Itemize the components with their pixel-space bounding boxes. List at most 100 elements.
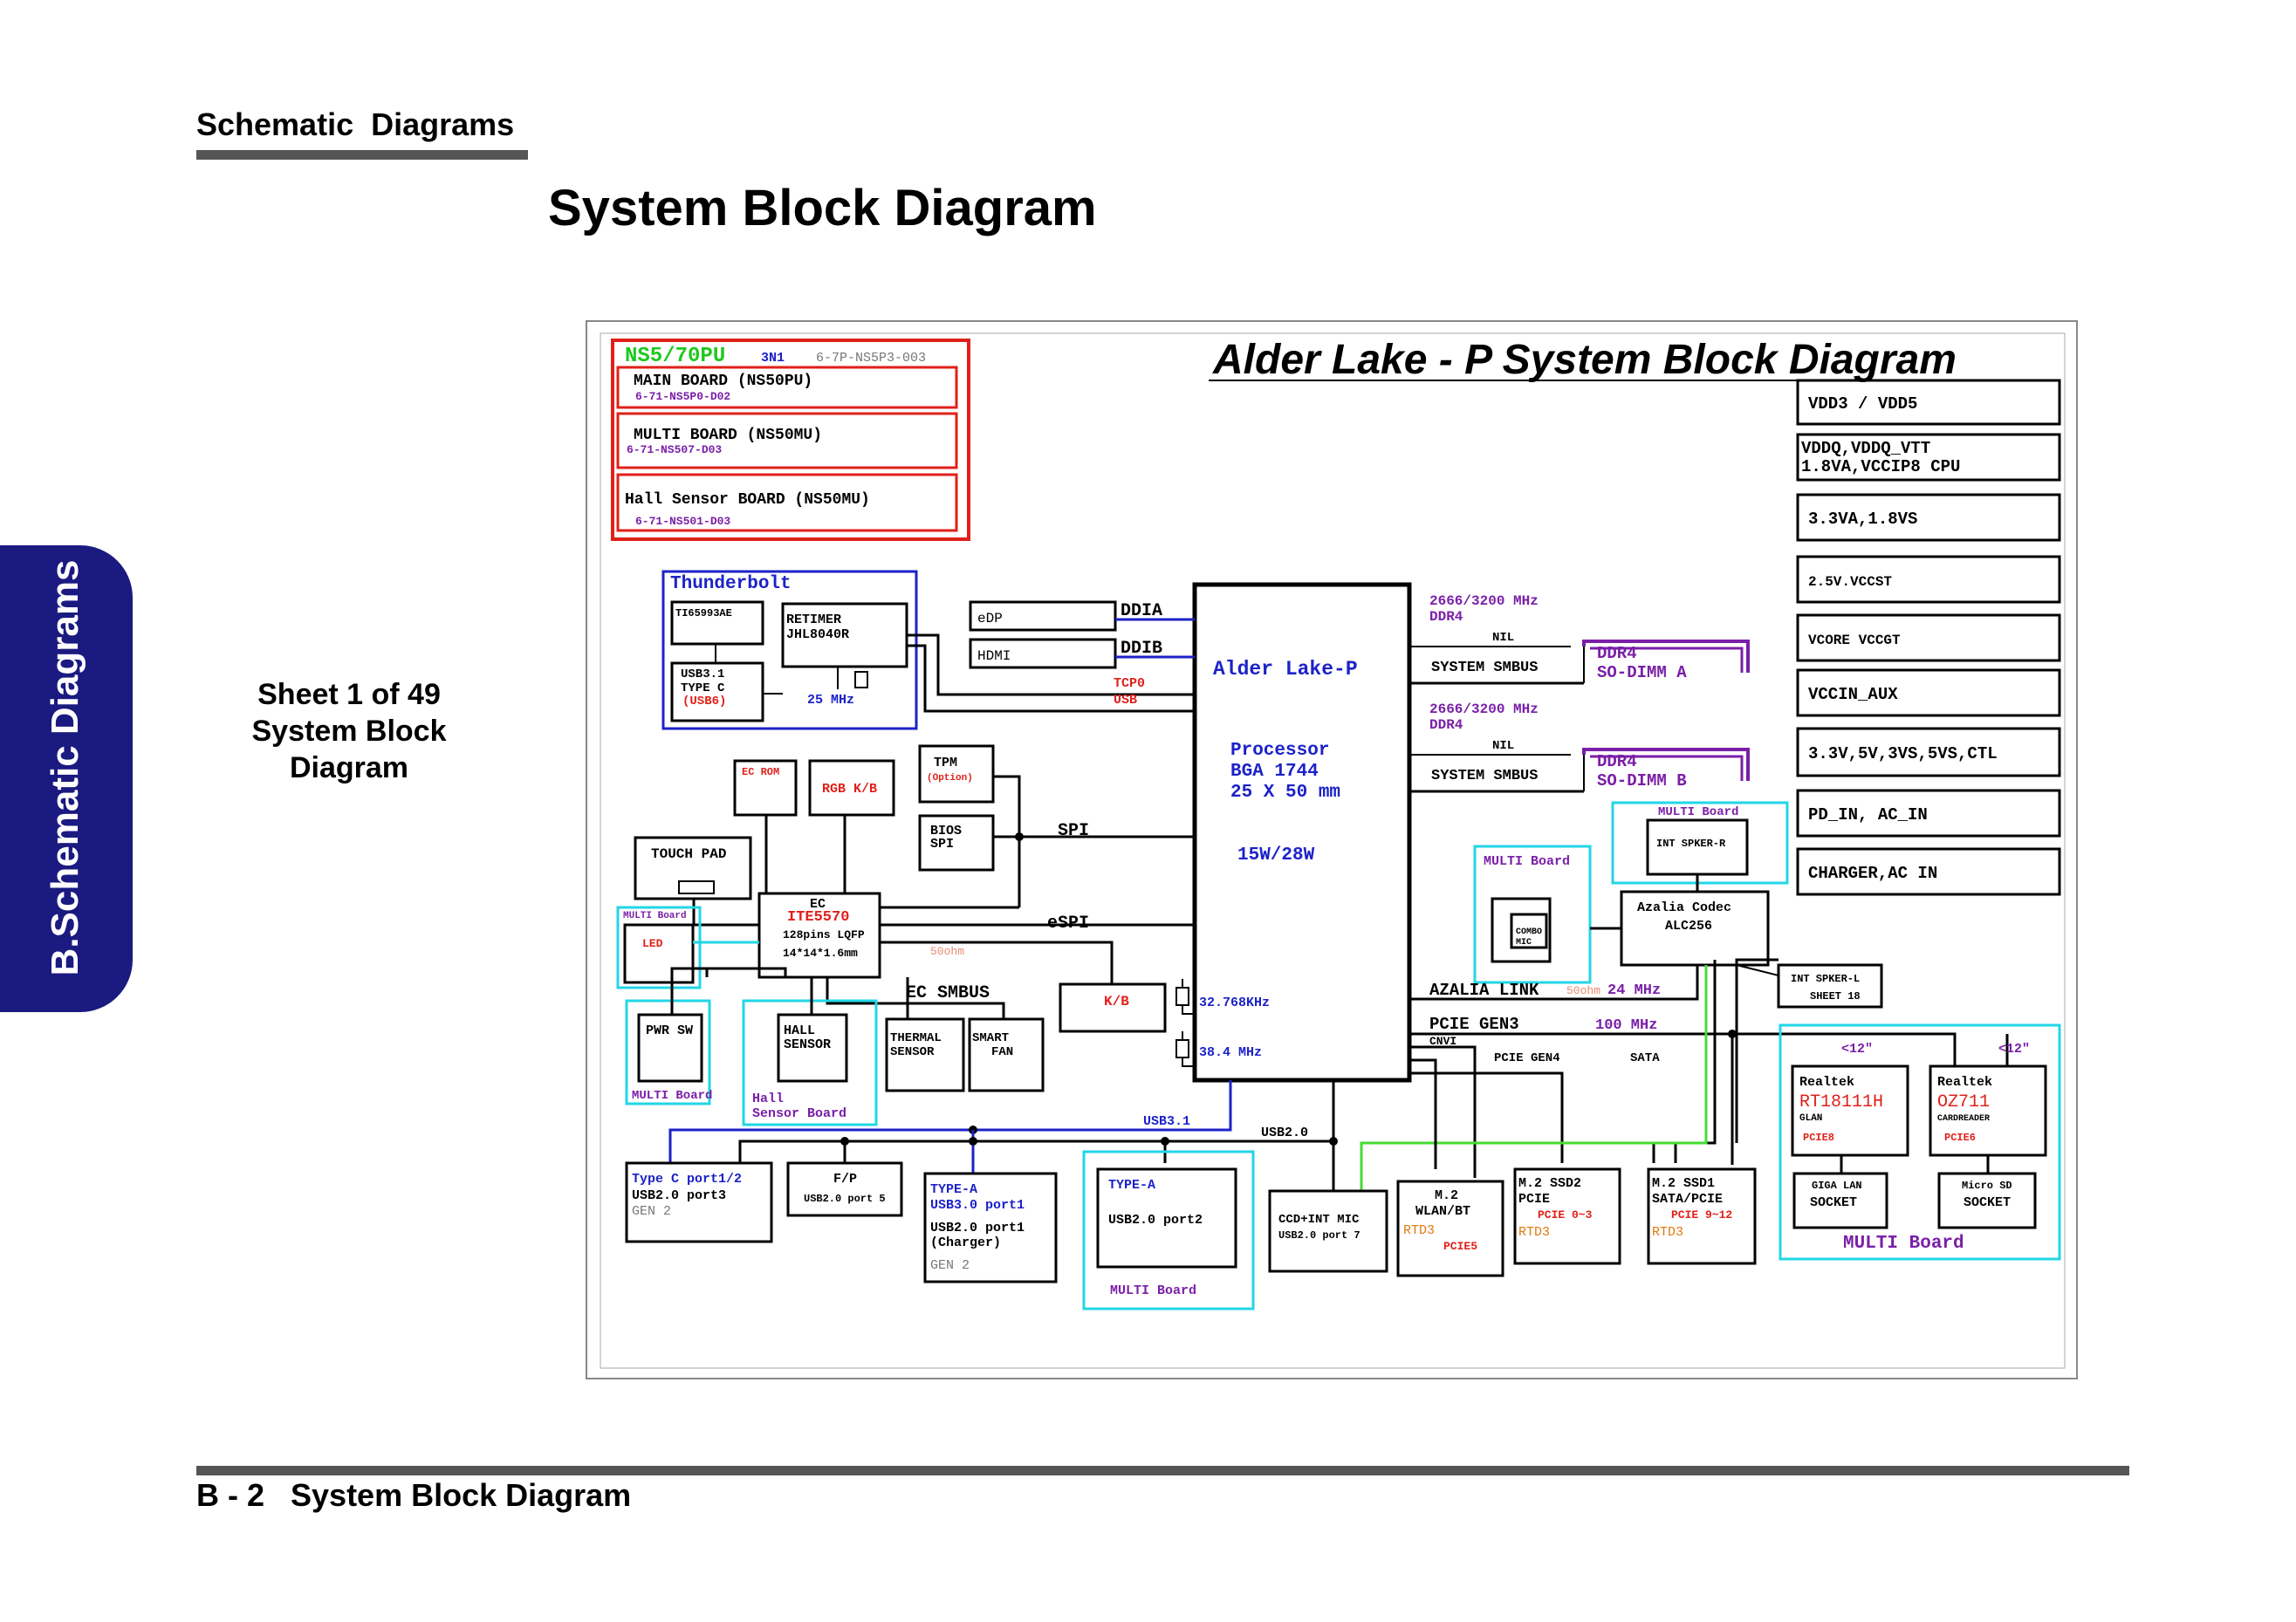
spker-r-board: [1611, 801, 1789, 885]
port-label: CCD+INT MIC: [1278, 1213, 1360, 1227]
kb-label: K/B: [1104, 994, 1129, 1009]
tpm-box: [918, 744, 995, 804]
tb-usb-label: (USB6): [682, 695, 726, 708]
port-label: PCIE 0~3: [1538, 1208, 1593, 1222]
card-chip: OZ711: [1937, 1092, 1990, 1112]
junction-dot: [969, 1137, 977, 1146]
port-label: USB2.0 port 7: [1278, 1229, 1360, 1242]
page-title: System Block Diagram: [548, 180, 1097, 236]
tb-crystal: [854, 671, 868, 688]
retimer-chip: JHL8040R: [786, 627, 849, 642]
led-label: LED: [642, 937, 663, 950]
ddr-smbus: SYSTEM SMBUS: [1431, 660, 1538, 676]
giga-label: GIGA LAN: [1812, 1180, 1862, 1192]
lan-chip-box: [1791, 1064, 1909, 1157]
sata-wire: [1409, 1058, 1655, 1163]
tb-usb-label: USB3.1: [681, 667, 724, 681]
port-label: RTD3: [1652, 1225, 1683, 1240]
crystal-wire: [1182, 1005, 1195, 1015]
ec-chip: ITE5570: [787, 909, 849, 926]
hall-board-label: Hall Sensor BOARD (NS50MU): [625, 491, 870, 509]
fan-box: [968, 1017, 1045, 1092]
port-label: WLAN/BT: [1415, 1204, 1470, 1219]
port-box: [1268, 1189, 1388, 1273]
port-label: MULTI Board: [1110, 1283, 1196, 1298]
footer-rule: [196, 1466, 2129, 1475]
ddr-speed: 2666/3200 MHz: [1429, 701, 1539, 717]
azalia-freq: 24 MHz: [1607, 982, 1661, 999]
power-rail-label: 3.3VA,1.8VS: [1808, 510, 1917, 529]
pcie-gen4-label: PCIE GEN4: [1494, 1051, 1560, 1065]
giga-socket: SOCKET: [1810, 1195, 1857, 1210]
port-label: GEN 2: [632, 1204, 671, 1219]
azalia-wire: [1409, 965, 1699, 1001]
port-label: M.2 SSD2: [1518, 1176, 1581, 1191]
led-board-box: [616, 906, 702, 989]
port-label: M.2: [1435, 1188, 1458, 1203]
lan-type: GLAN: [1799, 1113, 1822, 1124]
ddr-type: DDR4: [1429, 717, 1463, 733]
tb-usb-label: TYPE C: [681, 681, 725, 695]
fan-label: SMART: [972, 1031, 1009, 1045]
pcie-gen3-label: PCIE GEN3: [1429, 1015, 1519, 1034]
sd-label: Micro SD: [1962, 1180, 2012, 1192]
tb-to-cpu-wire: [907, 644, 1195, 713]
hall-board-part: 6-71-NS501-D03: [635, 515, 730, 528]
sheet-note-line: System Block: [251, 715, 447, 748]
ec-size: 14*14*1.6mm: [783, 947, 858, 960]
pcie-freq: 100 MHz: [1595, 1017, 1657, 1034]
touchpad-wire: [692, 899, 759, 927]
thermal-label: THERMAL: [890, 1031, 942, 1045]
azalia-link-label: AZALIA LINK: [1429, 981, 1539, 1000]
tb-crystal-freq: 25 MHz: [807, 693, 854, 708]
combo-jack: [1510, 913, 1548, 949]
crystal-wire: [1182, 1057, 1195, 1067]
realtek-board: [1779, 1023, 2061, 1261]
board-list-box: [611, 339, 970, 541]
sodimm-label: SO-DIMM A: [1597, 663, 1687, 682]
port-box: [1396, 1180, 1504, 1277]
ti-chip-box: [670, 600, 764, 646]
port-label: (Charger): [930, 1235, 1001, 1250]
spker-wire: [1736, 964, 1779, 976]
usb20-wire: [738, 1080, 1335, 1163]
tcp-usb-label: USB: [1114, 693, 1137, 708]
cpu-power: 15W/28W: [1237, 845, 1315, 866]
spker-r-board-label: MULTI Board: [1658, 805, 1738, 819]
ddr-slot-outline: [1590, 647, 1744, 673]
spi-wire: [993, 775, 1021, 837]
cnvi-label: CNVI: [1429, 1035, 1456, 1048]
power-rail-box: [1796, 555, 2061, 604]
thunderbolt-title: Thunderbolt: [670, 574, 792, 594]
diagram-frame: [586, 320, 2078, 1379]
power-rail-box: [1796, 613, 2061, 662]
spker-l-label: SHEET 18: [1810, 990, 1861, 1003]
rgb-kb-label: RGB K/B: [822, 782, 877, 797]
tcp-label: TCP0: [1114, 676, 1145, 691]
combo-label: MIC: [1516, 938, 1532, 948]
edp-label: eDP: [977, 611, 1003, 626]
ec-chip-box: [757, 892, 881, 979]
side-tab[interactable]: [0, 545, 133, 1012]
combo-jack-outer: [1491, 897, 1552, 963]
retimer-label: RETIMER: [786, 613, 841, 627]
hall-label: SENSOR: [784, 1037, 831, 1052]
bios-box: [918, 814, 995, 872]
sodimm-label: DDR4: [1597, 752, 1637, 771]
edp-box: [969, 600, 1117, 632]
kb-box: [1059, 982, 1167, 1033]
ddib-label: DDIB: [1121, 639, 1162, 659]
power-rail-label: VDD3 / VDD5: [1808, 394, 1917, 414]
ddr-slot-outline: [1582, 640, 1750, 673]
port-box: [1096, 1167, 1237, 1269]
port-label: PCIE5: [1443, 1240, 1477, 1253]
crystal1: [1175, 987, 1189, 1006]
thunderbolt-group: [661, 570, 918, 730]
power-rail-box: [1796, 668, 2061, 717]
crystal2-freq: 38.4 MHz: [1199, 1045, 1262, 1060]
spker-r-label: INT SPKER-R: [1656, 838, 1726, 850]
port-label: SATA/PCIE: [1652, 1192, 1723, 1207]
port-label: F/P: [833, 1172, 857, 1187]
touchpad-label: TOUCH PAD: [651, 846, 726, 862]
